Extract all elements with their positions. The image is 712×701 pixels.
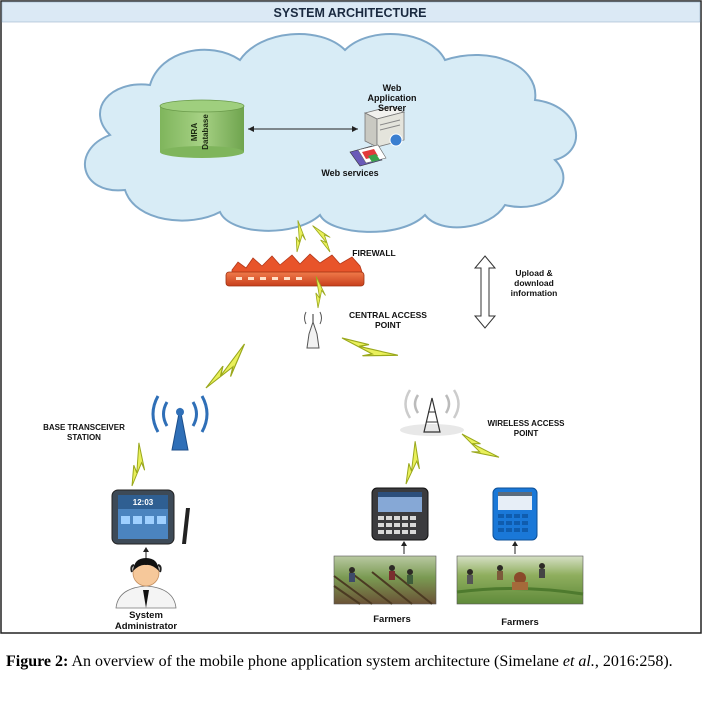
database-label-1: MRA bbox=[190, 123, 199, 141]
web-services-icon bbox=[349, 144, 387, 167]
farmer-phone-2-icon bbox=[492, 487, 538, 541]
admin-smartphone-icon bbox=[111, 489, 190, 545]
farmer-phone-1-icon bbox=[371, 487, 429, 541]
web-server-label-2: Application bbox=[368, 93, 417, 103]
upload-label-1: Upload & bbox=[515, 268, 552, 278]
wireless-ap-label-2: POINT bbox=[514, 429, 539, 438]
caption-text-2: , 2016:258). bbox=[594, 653, 673, 670]
wireless-access-point-icon bbox=[400, 389, 464, 436]
web-server-label-3: Server bbox=[378, 103, 407, 113]
title-bar bbox=[1, 1, 701, 23]
farmers-phone-2-arrow bbox=[512, 541, 518, 554]
farmers-phone-1-arrow bbox=[401, 541, 407, 554]
caption-figure-label: Figure 2: bbox=[6, 653, 69, 670]
central-ap-label-2: POINT bbox=[375, 320, 402, 330]
admin-label-2: Administrator bbox=[115, 621, 178, 632]
bts-label-1: BASE TRANSCEIVER bbox=[43, 423, 125, 432]
admin-label-1: System bbox=[129, 610, 163, 621]
caption-text-italic: et al. bbox=[562, 653, 595, 670]
base-transceiver-tower-icon bbox=[151, 395, 209, 451]
bts-label-2: STATION bbox=[67, 433, 101, 442]
cloud bbox=[83, 33, 578, 233]
web-server-label-1: Web bbox=[383, 83, 402, 93]
upload-download-arrow bbox=[473, 255, 497, 329]
central-access-point-icon bbox=[304, 311, 322, 349]
figure-caption: Figure 2: An overview of the mobile phon… bbox=[6, 652, 706, 671]
diagram-title: SYSTEM ARCHITECTURE bbox=[273, 6, 426, 20]
caption-text-1: An overview of the mobile phone applicat… bbox=[68, 653, 563, 670]
admin-phone-time: 12:03 bbox=[133, 498, 154, 507]
web-services-label: Web services bbox=[321, 168, 378, 178]
architecture-diagram: SYSTEM ARCHITECTURE MRA Database Web App… bbox=[0, 0, 702, 634]
database-label-2: Database bbox=[201, 114, 210, 150]
central-ap-label-1: CENTRAL ACCESS bbox=[349, 310, 427, 320]
farmers-label-2: Farmers bbox=[501, 617, 539, 628]
upload-label-3: information bbox=[511, 288, 558, 298]
farmers-field-photo-2 bbox=[456, 555, 584, 605]
wireless-ap-label-1: WIRELESS ACCESS bbox=[487, 419, 565, 428]
database-icon bbox=[159, 99, 245, 158]
farmers-label-1: Farmers bbox=[373, 614, 411, 625]
farmers-field-photo-1 bbox=[333, 555, 437, 605]
web-server-icon bbox=[363, 105, 406, 148]
firewall-icon bbox=[225, 253, 365, 287]
upload-label-2: download bbox=[514, 278, 554, 288]
administrator-icon bbox=[115, 558, 177, 609]
firewall-label: FIREWALL bbox=[352, 248, 395, 258]
db-server-arrow bbox=[248, 126, 358, 132]
